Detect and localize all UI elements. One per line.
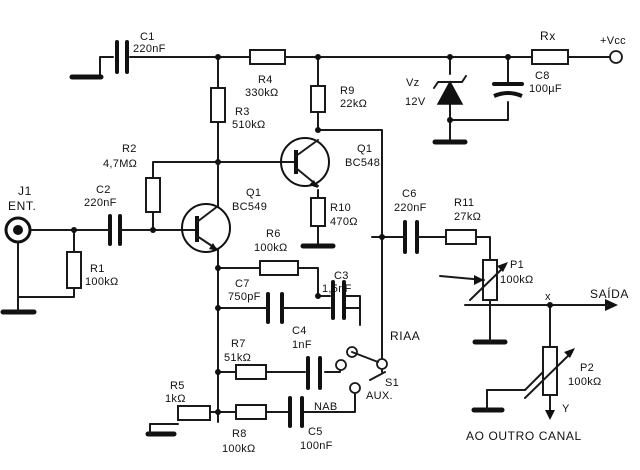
vcc-terminal — [609, 50, 623, 64]
label-c3-1: C3 — [334, 270, 349, 282]
label-q-bc548-1: Q1 — [357, 143, 372, 155]
capacitor-c2 — [104, 214, 131, 246]
transistor-bc549 — [181, 161, 231, 253]
junction-dots — [71, 54, 553, 415]
label-c4-2: 1nF — [292, 339, 312, 351]
resistor-r6 — [259, 260, 299, 276]
label-r4-2: 330kΩ — [245, 87, 279, 99]
label-q-bc549-2: BC549 — [232, 201, 267, 213]
resistor-r5 — [177, 405, 211, 421]
label-r7-2: 51kΩ — [224, 352, 251, 364]
label-r1-2: 100kΩ — [85, 276, 119, 288]
label-r8-2: 100kΩ — [222, 443, 256, 455]
y-arrow — [545, 410, 555, 420]
label-c8-1: C8 — [535, 70, 550, 82]
label-r3-2: 510kΩ — [232, 119, 266, 131]
label-r6-1: R6 — [266, 228, 281, 240]
resistor-rx — [531, 49, 569, 65]
label-nab: NAB — [314, 401, 338, 413]
capacitor-c7 — [261, 292, 291, 324]
label-r5-1: R5 — [170, 380, 185, 392]
capacitor-c3 — [331, 280, 346, 320]
label-c5-2: 100nF — [300, 440, 333, 452]
label-p1-1: P1 — [510, 259, 524, 271]
label-aux: AUX. — [366, 390, 393, 402]
label-vcc: +Vcc — [600, 35, 626, 47]
resistor-r4 — [249, 49, 286, 65]
label-r11-1: R11 — [454, 197, 474, 209]
label-saida: SAÍDA — [590, 286, 629, 301]
label-r2-1: R2 — [122, 143, 137, 155]
capacitor-c6 — [399, 220, 423, 254]
zener-diode-vz — [433, 75, 467, 105]
label-r4-1: R4 — [258, 74, 273, 86]
label-vz-1: Vz — [406, 77, 419, 89]
label-r10-1: R10 — [330, 202, 351, 214]
resistor-r7 — [235, 364, 267, 380]
component-labels: C1 220nF R4 330kΩ R9 22kΩ Rx +Vcc C8 100… — [8, 29, 629, 455]
label-r5-2: 1kΩ — [165, 393, 186, 405]
label-outro: AO OUTRO CANAL — [466, 429, 582, 443]
label-c8-2: 100µF — [529, 83, 562, 95]
label-r11-2: 27kΩ — [454, 211, 481, 223]
resistor-r2 — [145, 177, 161, 213]
potentiometer-p1[interactable] — [439, 259, 508, 301]
label-c7-1: C7 — [235, 278, 250, 290]
label-r9-1: R9 — [340, 85, 355, 97]
label-p1-2: 100kΩ — [500, 274, 534, 286]
capacitor-c4 — [306, 356, 322, 390]
label-p2-1: P2 — [580, 362, 594, 374]
label-rx: Rx — [540, 29, 556, 43]
label-q-bc548-2: BC548 — [345, 157, 380, 169]
label-r1-1: R1 — [90, 263, 105, 275]
label-s1: S1 — [385, 377, 399, 389]
label-r7-1: R7 — [231, 338, 246, 350]
label-vz-2: 12V — [405, 96, 426, 108]
potentiometer-p2[interactable] — [524, 346, 575, 399]
ground-symbols — [0, 74, 508, 437]
resistor-r10 — [310, 197, 326, 227]
label-c1-2: 220nF — [133, 43, 166, 55]
resistor-r1 — [66, 251, 82, 289]
transistor-bc548 — [280, 137, 330, 188]
label-r8-1: R8 — [232, 428, 247, 440]
label-node-y: Y — [562, 403, 570, 415]
label-c2-2: 220nF — [84, 197, 117, 209]
label-c6-1: C6 — [402, 188, 417, 200]
label-c3-2: 1,5nF — [322, 283, 352, 295]
input-jack-j1[interactable] — [4, 216, 32, 247]
label-j1-1: J1 — [18, 184, 32, 198]
output-arrow — [605, 299, 618, 311]
resistor-r8 — [235, 404, 267, 420]
label-r6-2: 100kΩ — [254, 242, 288, 254]
label-r2-2: 4,7MΩ — [103, 158, 137, 170]
label-node-x: x — [545, 291, 551, 303]
label-c1-1: C1 — [140, 31, 155, 43]
label-q-bc549-1: Q1 — [246, 187, 261, 199]
label-c6-2: 220nF — [394, 202, 427, 214]
label-r3-1: R3 — [235, 106, 250, 118]
capacitor-c8 — [492, 82, 524, 98]
label-r10-2: 470Ω — [330, 216, 358, 228]
label-riaa: RIAA — [390, 329, 420, 343]
resistor-r9 — [310, 85, 326, 113]
label-c2-1: C2 — [96, 184, 111, 196]
label-c7-2: 750pF — [228, 291, 261, 303]
switch-s1[interactable] — [335, 346, 388, 394]
label-c5-1: C5 — [308, 426, 323, 438]
resistor-r3 — [210, 87, 226, 123]
label-p2-2: 100kΩ — [568, 376, 602, 388]
label-r9-2: 22kΩ — [340, 98, 367, 110]
label-c4-1: C4 — [292, 325, 307, 337]
capacitor-c1 — [115, 40, 129, 74]
resistor-r11 — [445, 229, 477, 245]
label-j1-2: ENT. — [8, 199, 36, 213]
capacitor-c5 — [288, 396, 304, 428]
